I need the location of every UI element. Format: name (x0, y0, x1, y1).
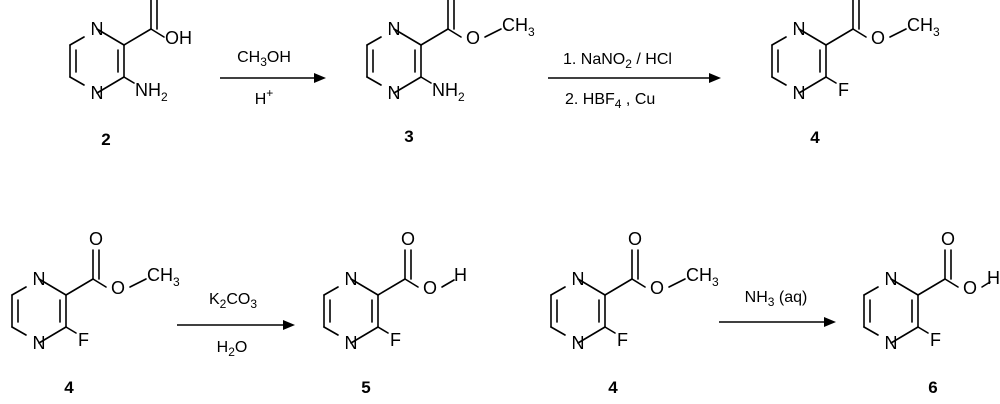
carbonyl-oxygen: O (941, 229, 955, 249)
compound-4-reactant-hydrolysis: N N O O CH3 F (11, 229, 180, 353)
ring-nitrogen-top: N (793, 19, 806, 39)
methyl-group: CH3 (686, 265, 719, 289)
compound-label-2: 2 (101, 130, 110, 149)
reaction-arrow-3: K2CO3 H2O (177, 291, 295, 359)
methyl-group: CH3 (147, 265, 180, 289)
hydroxyl-oxygen: O (963, 278, 977, 298)
methyl-group: CH3 (907, 15, 940, 39)
ester-oxygen: O (466, 28, 480, 48)
compound-3: N N O O CH3 NH2 (366, 0, 535, 104)
hydroxyl-oxygen: O (423, 278, 437, 298)
reagent-acid-catalyst: H+ (255, 86, 274, 108)
ring-nitrogen-top: N (388, 19, 401, 39)
ester-oxygen: O (650, 278, 664, 298)
hydroxyl-hydrogen: H (987, 268, 1000, 288)
compound-label-4: 4 (64, 378, 74, 397)
ring-nitrogen-bottom: N (793, 83, 806, 103)
compound-4-reactant-ammonolysis: N N O O CH3 F (550, 229, 719, 353)
compound-2: N N O OH NH2 (69, 0, 192, 104)
ester-oxygen: O (111, 278, 125, 298)
compound-label-3: 3 (404, 127, 413, 146)
ring-nitrogen-bottom: N (33, 333, 46, 353)
compound-6: N N O O H F (863, 229, 1000, 353)
reaction-arrow-2: 1. NaNO2 / HCl 2. HBF4 , Cu (548, 51, 721, 111)
reaction-arrow-1: CH3OH H+ (220, 49, 326, 108)
compound-label-5: 5 (361, 378, 370, 397)
carbonyl-oxygen: O (401, 229, 415, 249)
ring-nitrogen-top: N (345, 269, 358, 289)
carbonyl-oxygen: O (89, 229, 103, 249)
fluorine-atom: F (390, 330, 401, 350)
ring-nitrogen-bottom: N (572, 333, 585, 353)
reagent-aqueous-ammonia: NH3 (aq) (745, 289, 808, 309)
hydroxyl-hydrogen: H (454, 265, 467, 285)
compound-4-product: N N O O CH3 F (771, 0, 940, 103)
reagent-potassium-carbonate: K2CO3 (209, 291, 257, 311)
amino-group: NH2 (135, 80, 168, 104)
reagent-methanol: CH3OH (237, 49, 291, 69)
reagent-fluorination: 2. HBF4 , Cu (565, 91, 655, 111)
reaction-arrow-4: NH3 (aq) (719, 289, 836, 327)
ring-nitrogen-top: N (572, 269, 585, 289)
fluorine-atom: F (838, 80, 849, 100)
ester-oxygen: O (871, 28, 885, 48)
ring-nitrogen-bottom: N (885, 333, 898, 353)
ring-nitrogen-bottom: N (91, 83, 104, 103)
ring-nitrogen-bottom: N (345, 333, 358, 353)
reagent-diazotization: 1. NaNO2 / HCl (563, 51, 672, 71)
fluorine-atom: F (78, 330, 89, 350)
amino-group: NH2 (432, 80, 465, 104)
fluorine-atom: F (930, 330, 941, 350)
compound-label-6: 6 (928, 378, 937, 397)
compound-label-4: 4 (608, 378, 618, 397)
methyl-group: CH3 (502, 15, 535, 39)
carbonyl-oxygen: O (628, 229, 642, 249)
ring-nitrogen-top: N (91, 19, 104, 39)
compound-5: N N O O H F (323, 229, 467, 353)
hydroxyl-group: OH (165, 28, 192, 48)
reagent-water: H2O (217, 339, 248, 359)
ring-nitrogen-top: N (33, 269, 46, 289)
ring-nitrogen-top: N (885, 269, 898, 289)
ring-nitrogen-bottom: N (388, 83, 401, 103)
fluorine-atom: F (617, 330, 628, 350)
compound-label-4: 4 (810, 128, 820, 147)
